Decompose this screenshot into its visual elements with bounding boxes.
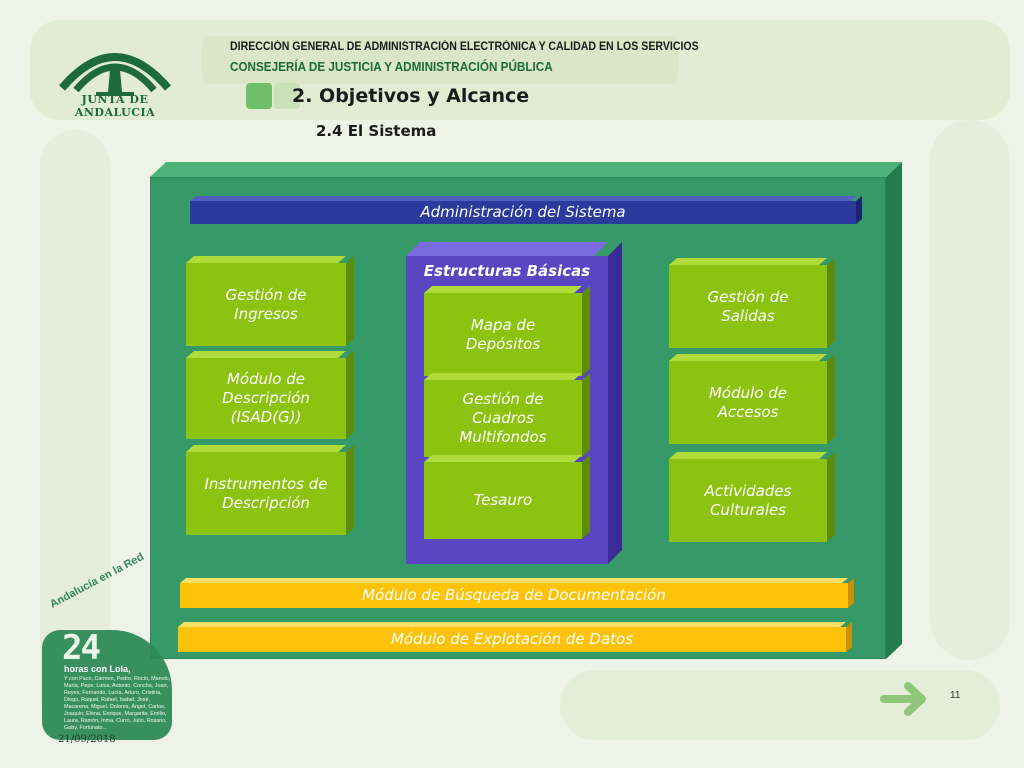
badge-names-text: Y con Paco, Carmen, Pedro, Rocío, Manolo… [64, 676, 171, 731]
footer-date: 21/09/2018 [58, 734, 116, 745]
page-number: 11 [950, 690, 961, 701]
module-label: Módulo de Descripción (ISAD(G)) [186, 358, 346, 439]
module-box: Gestión de Cuadros Multifondos [424, 373, 590, 457]
admin-bar: Administración del Sistema [190, 196, 862, 224]
title-square-decoration [246, 83, 272, 109]
slide-title: 2. Objetivos y Alcance [292, 85, 530, 107]
module-box: Gestión de Salidas [669, 258, 835, 348]
logo-text: JUNTA DE ANDALUCIA [74, 93, 156, 119]
search-module-label: Módulo de Búsqueda de Documentación [180, 583, 848, 608]
module-box: Tesauro [424, 455, 590, 539]
module-label: Módulo de Accesos [669, 361, 827, 444]
badge-number: 24 [62, 628, 101, 668]
module-label: Actividades Culturales [669, 459, 827, 542]
module-box: Módulo de Descripción (ISAD(G)) [186, 351, 354, 439]
header-ministry: CONSEJERÍA DE JUSTICIA Y ADMINISTRACIÓN … [230, 59, 553, 74]
module-label: Mapa de Depósitos [424, 293, 582, 376]
slide-subtitle: 2.4 El Sistema [316, 122, 437, 140]
junta-andalucia-logo-icon [58, 53, 172, 96]
andalucia-en-la-red-badge [42, 630, 172, 740]
title-square-decoration [274, 83, 300, 109]
module-box: Mapa de Depósitos [424, 286, 590, 376]
core-structures-title: Estructuras Básicas [423, 262, 591, 280]
background-shape [930, 120, 1010, 660]
search-module-bar: Módulo de Búsqueda de Documentación [180, 578, 854, 608]
module-box: Actividades Culturales [669, 452, 835, 542]
board-side-edge [886, 162, 902, 659]
board-top-edge [150, 162, 902, 177]
exploit-module-bar: Módulo de Explotación de Datos [178, 622, 852, 652]
module-label: Tesauro [424, 462, 582, 539]
module-box: Gestión de Ingresos [186, 256, 354, 346]
module-label: Gestión de Ingresos [186, 263, 346, 346]
next-arrow-icon[interactable] [880, 676, 936, 722]
module-label: Instrumentos de Descripción [186, 452, 346, 535]
badge-lead-text: horas con Lola, [64, 664, 131, 674]
header-directorate: DIRECCIÓN GENERAL DE ADMINISTRACIÓN ELEC… [230, 41, 699, 53]
module-box: Módulo de Accesos [669, 354, 835, 444]
module-box: Instrumentos de Descripción [186, 445, 354, 535]
header-bar [202, 36, 678, 84]
background-shape [560, 670, 1000, 740]
exploit-module-label: Módulo de Explotación de Datos [178, 627, 846, 652]
module-label: Gestión de Salidas [669, 265, 827, 348]
admin-label: Administración del Sistema [190, 201, 856, 224]
module-label: Gestión de Cuadros Multifondos [424, 380, 582, 457]
